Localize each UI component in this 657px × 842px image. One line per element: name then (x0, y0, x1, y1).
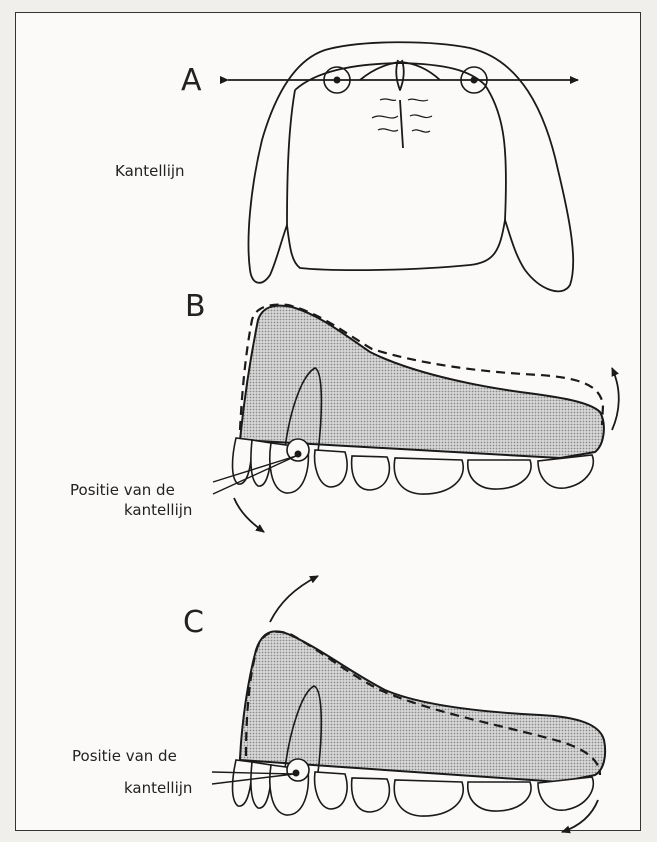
panel-a-caption: Kantellijn (115, 160, 185, 182)
panel-b-caption-line1: Positie van de (70, 479, 175, 501)
panel-b-caption-line2: kantellijn (124, 499, 192, 521)
panel-c-denture-side-view (212, 576, 605, 832)
panel-b-denture-side-view (213, 305, 619, 532)
panel-c-letter: C (183, 608, 204, 638)
panel-c-caption-line1: Positie van de (72, 745, 177, 767)
panel-a-letter: A (181, 66, 202, 96)
panel-c-caption-line2: kantellijn (124, 777, 192, 799)
panel-b-letter: B (185, 292, 206, 322)
